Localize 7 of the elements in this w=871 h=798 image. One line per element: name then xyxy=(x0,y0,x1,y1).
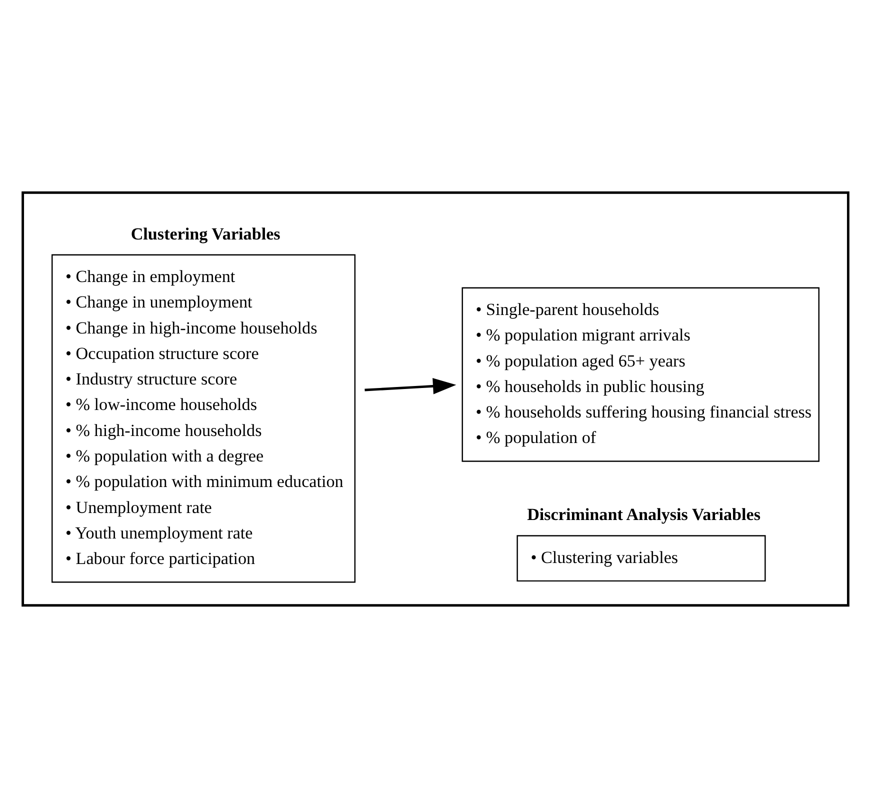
node-label: Clustering Variables xyxy=(130,224,280,244)
node-label: Discriminant Analysis Variables xyxy=(527,505,761,524)
node-box: • Single-parent households • % population migrant arrivals • % population aged 65+ years • % households in public housing • % households suffering housing financial stress • % population of xyxy=(462,287,820,462)
node-box: • Change in employment • Change in unemployment • Change in high-income households • Occupation structure score • Industry structure score • % low-income households • % high-income households • % population with a degree • % population with minimum education • Unemployment rate • Youth unemployment rate • Labour force participation xyxy=(52,254,356,583)
arrow xyxy=(364,378,456,394)
cluster xyxy=(22,191,850,607)
node-box: • Clustering variables xyxy=(516,535,766,582)
